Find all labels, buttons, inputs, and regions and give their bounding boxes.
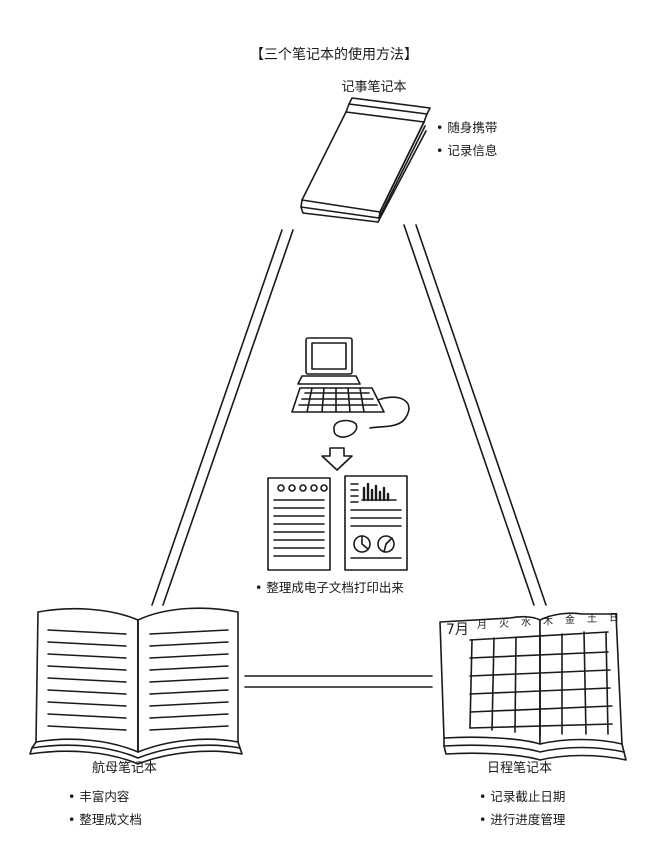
schedule-notebook-name: 日程笔记本 [487, 761, 553, 776]
center-caption: • 整理成电子文档打印出来 [255, 580, 404, 595]
printed-document-chart-icon [344, 475, 408, 571]
calendar-weekday-label: 月 [477, 619, 487, 631]
memo-bullet-record: • 记录信息 [436, 143, 498, 158]
calendar-weekday-label: 土 [587, 612, 597, 625]
link-memo-to-schedule-lines [403, 224, 547, 606]
link-memo-to-master-lines [151, 229, 294, 606]
link-master-to-schedule-lines [244, 675, 433, 688]
memo-notebook-name: 记事笔记本 [341, 80, 407, 95]
master-bullet-enrich: • 丰富内容 [68, 789, 130, 804]
calendar-weekday-label: 日 [609, 613, 619, 624]
schedule-bullet-progress: • 进行进度管理 [479, 812, 566, 827]
memo-bullet-carry: • 随身携带 [436, 120, 498, 135]
calendar-weekday-label: 金 [565, 613, 575, 626]
calendar-weekday-label: 火 [499, 618, 509, 630]
master-notebook-icon [29, 607, 243, 765]
down-arrow-icon [321, 447, 353, 471]
master-notebook-name: 航母笔记本 [92, 761, 158, 776]
master-bullet-document: • 整理成文档 [68, 812, 142, 827]
memo-notebook-icon [300, 97, 431, 223]
schedule-notebook-icon [439, 612, 627, 761]
printed-document-text-icon [267, 477, 331, 571]
diagram-title: 【三个笔记本的使用方法】 [250, 47, 418, 63]
calendar-weekday-label: 木 [543, 615, 553, 627]
computer-icon [291, 337, 410, 438]
calendar-weekday-label: 水 [521, 617, 531, 629]
calendar-month-label: 7月 [446, 622, 469, 638]
schedule-bullet-deadline: • 记录截止日期 [479, 789, 566, 804]
